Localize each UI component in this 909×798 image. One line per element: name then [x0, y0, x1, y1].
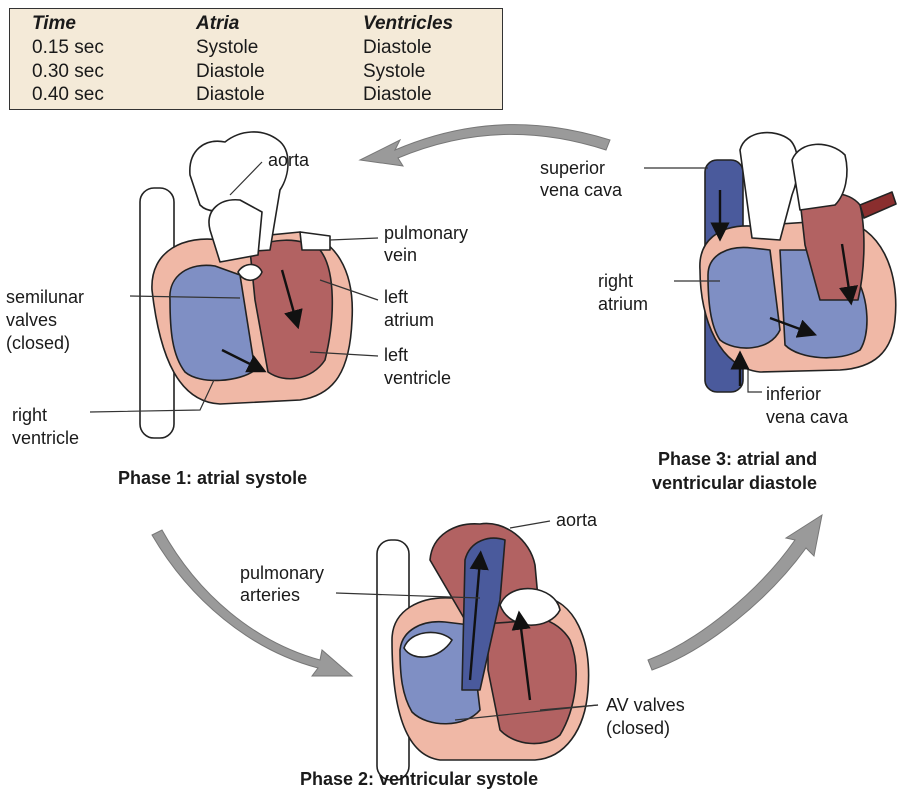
label-right-atrium-line2: atrium [598, 294, 648, 315]
cycle-arrow-right [648, 515, 822, 670]
label-inferior-vena-cava-line2: vena cava [766, 407, 848, 428]
phase3-title-line1: Phase 3: atrial and [658, 448, 817, 471]
phase1-pulmonary-vein [300, 232, 330, 250]
phase1-title: Phase 1: atrial systole [118, 467, 307, 490]
label-superior-vena-cava-line1: superior [540, 158, 605, 179]
phase2-left-ventricle [488, 615, 576, 743]
label-right-atrium-line1: right [598, 271, 633, 292]
label-av-valves-line1: AV valves [606, 695, 685, 716]
phase2-title: Phase 2: ventricular systole [300, 768, 538, 791]
label-pulmonary-arteries-line2: arteries [240, 585, 300, 606]
label-semilunar-line1: semilunar [6, 287, 84, 308]
leader-line-inferior-vena-cava [748, 370, 762, 392]
label-pulmonary-vein-line1: pulmonary [384, 223, 468, 244]
phase1-pulmonary-trunk [209, 200, 262, 262]
label-aorta-phase2: aorta [556, 510, 597, 531]
label-right-ventricle-line2: ventricle [12, 428, 79, 449]
label-superior-vena-cava-line2: vena cava [540, 180, 622, 201]
phase3-right-atrium [708, 247, 780, 348]
label-semilunar-line3: (closed) [6, 333, 70, 354]
leader-line-aorta-2 [510, 521, 550, 528]
label-aorta-phase1: aorta [268, 150, 309, 171]
phase3-pulmonary-vein [860, 192, 896, 218]
phase3-pulmonary-trunk [792, 144, 847, 210]
phase3-heart [700, 133, 896, 392]
phase3-title-line2: ventricular diastole [652, 472, 817, 495]
label-left-ventricle-line2: ventricle [384, 368, 451, 389]
phase1-semilunar-valve [238, 265, 262, 281]
label-inferior-vena-cava-line1: inferior [766, 384, 821, 405]
label-semilunar-line2: valves [6, 310, 57, 331]
leader-line-pulmonary-vein [330, 238, 378, 240]
label-left-ventricle-line1: left [384, 345, 408, 366]
label-pulmonary-arteries-line1: pulmonary [240, 563, 324, 584]
phase2-heart [377, 523, 589, 780]
label-right-ventricle-line1: right [12, 405, 47, 426]
label-av-valves-line2: (closed) [606, 718, 670, 739]
label-left-atrium-line1: left [384, 287, 408, 308]
label-pulmonary-vein-line2: vein [384, 245, 417, 266]
label-left-atrium-line2: atrium [384, 310, 434, 331]
